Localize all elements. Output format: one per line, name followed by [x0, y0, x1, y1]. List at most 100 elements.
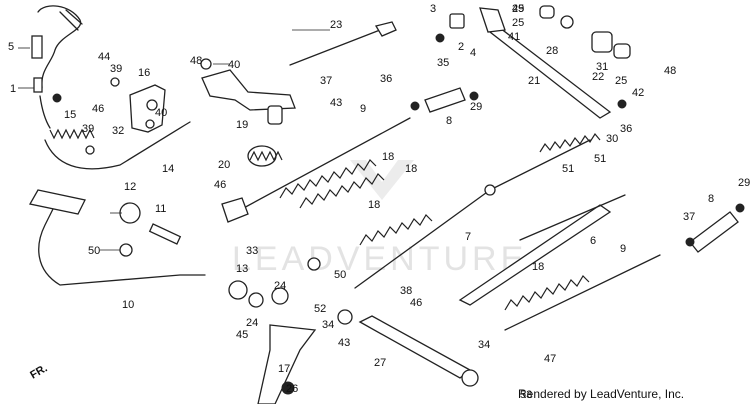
collar-12[interactable] [119, 202, 141, 224]
rod-9[interactable] [239, 117, 411, 211]
rod-14[interactable] [44, 121, 191, 170]
arm-17[interactable] [257, 324, 317, 404]
spring-18-c[interactable] [359, 214, 433, 246]
callout-18: 18 [368, 199, 380, 211]
nut-36[interactable] [435, 33, 445, 43]
callout-30: 30 [606, 133, 618, 145]
callout-34: 34 [322, 319, 334, 331]
callout-22: 22 [592, 71, 604, 83]
spring-18-d[interactable] [504, 275, 590, 311]
pin-11[interactable] [148, 223, 182, 245]
callout-7: 7 [465, 231, 471, 243]
callout-29: 29 [470, 101, 482, 113]
callout-42: 42 [632, 87, 644, 99]
callout-32: 32 [112, 125, 124, 137]
callout-18: 18 [532, 261, 544, 273]
callout-3: 3 [430, 3, 436, 15]
washer-25[interactable] [560, 15, 574, 29]
callout-2: 2 [458, 41, 464, 53]
callout-25: 25 [615, 75, 627, 87]
ball-51-b[interactable] [307, 257, 321, 271]
callout-40: 40 [228, 59, 240, 71]
callout-43: 43 [330, 97, 342, 109]
callout-52: 52 [314, 303, 326, 315]
callout-53: 53 [520, 389, 532, 401]
callout-49: 49 [512, 3, 524, 15]
callout-9: 9 [620, 243, 626, 255]
arm-19[interactable] [201, 69, 296, 111]
callout-46: 46 [410, 297, 422, 309]
callout-18: 18 [382, 151, 394, 163]
block-2[interactable] [449, 13, 465, 29]
pin-8[interactable] [424, 87, 466, 113]
washer-40-b[interactable] [85, 145, 95, 155]
arm-6[interactable] [458, 204, 612, 306]
callout-17: 17 [278, 363, 290, 375]
spring-20[interactable] [249, 150, 283, 162]
callout-45: 45 [236, 329, 248, 341]
callout-4: 4 [470, 47, 476, 59]
bracket-16[interactable] [129, 84, 166, 133]
ball-51[interactable] [119, 243, 133, 257]
rod-9-right[interactable] [504, 254, 661, 331]
callout-21: 21 [528, 75, 540, 87]
callout-50: 50 [334, 269, 346, 281]
spring-15[interactable] [49, 128, 95, 140]
nut-36-b[interactable] [617, 99, 627, 109]
spring-18-a[interactable] [279, 159, 377, 199]
callout-23: 23 [330, 19, 342, 31]
callout-11: 11 [155, 203, 166, 215]
bushing-13[interactable] [228, 280, 248, 300]
callout-15: 15 [64, 109, 76, 121]
callout-51: 51 [594, 153, 606, 165]
callout-33: 33 [246, 245, 258, 257]
collar-25[interactable] [539, 5, 555, 19]
nut-37[interactable] [410, 101, 420, 111]
callout-25: 25 [512, 3, 524, 15]
spring-18-b[interactable] [299, 173, 385, 209]
nut-37-b[interactable] [685, 237, 695, 247]
leader-lines [18, 29, 330, 251]
callout-54: 54 [0, 0, 12, 3]
callout-14: 14 [162, 163, 174, 175]
washer-40[interactable] [110, 77, 120, 87]
callout-12: 12 [124, 181, 136, 193]
callout-40: 40 [155, 107, 167, 119]
nut-29-b[interactable] [735, 203, 745, 213]
callout-46: 46 [92, 103, 104, 115]
credit-text: Rendered by LeadVenture, Inc. [518, 387, 685, 401]
callout-26: 26 [286, 383, 298, 395]
watermark: LEADVENTURE [232, 160, 523, 278]
callout-37: 37 [683, 211, 695, 223]
callout-36: 36 [620, 123, 632, 135]
callout-44: 44 [98, 51, 110, 63]
callout-24: 24 [246, 317, 258, 329]
collar-25-b[interactable] [613, 43, 631, 59]
callout-34: 34 [478, 339, 490, 351]
callout-39: 39 [110, 63, 122, 75]
callout-24: 24 [274, 280, 286, 292]
rod-23[interactable] [289, 29, 381, 66]
pedal-10[interactable] [38, 204, 206, 286]
cable-assembly[interactable] [31, 5, 83, 129]
callout-48: 48 [664, 65, 676, 77]
washer-44[interactable] [337, 309, 353, 325]
pin-8-right[interactable] [689, 211, 739, 253]
callout-5: 5 [8, 41, 14, 53]
collar-24[interactable] [271, 287, 289, 305]
nut-26[interactable] [281, 381, 295, 395]
callout-19: 19 [236, 119, 248, 131]
nut-29[interactable] [469, 91, 479, 101]
callout-27: 27 [374, 357, 386, 369]
callout-29: 29 [738, 177, 750, 189]
spring-52[interactable] [539, 132, 601, 153]
bracket-22[interactable] [591, 31, 613, 53]
washer-41[interactable] [200, 58, 212, 70]
callout-37: 37 [320, 75, 332, 87]
clevis[interactable] [221, 197, 249, 223]
callout-38: 38 [400, 285, 412, 297]
washer-24[interactable] [248, 292, 264, 308]
callout-25: 25 [512, 17, 524, 29]
nut-38[interactable] [52, 93, 62, 103]
